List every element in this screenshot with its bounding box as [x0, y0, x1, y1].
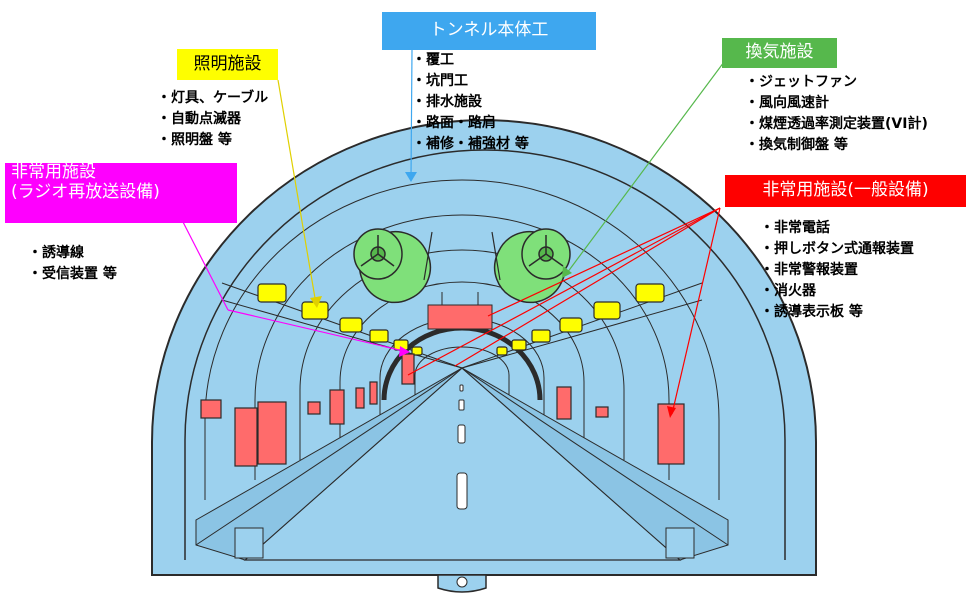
list-item: 消火器 — [760, 281, 914, 302]
ventilation-item-list: ジェットファン 風向風速計 煤煙透過率測定装置(VI計) 換気制御盤 等 — [745, 72, 928, 156]
emergency-radio-title-line1: 非常用施設 — [11, 162, 96, 182]
list-item: 自動点滅器 — [157, 109, 268, 130]
list-item: 誘導線 — [28, 243, 117, 264]
ventilation-callout-title: 換気施設 — [722, 38, 837, 68]
emergency-radio-callout-title: 非常用施設 (ラジオ再放送設備) — [5, 162, 237, 223]
list-item: 排水施設 — [412, 92, 529, 113]
emergency-general-item-list: 非常電話 押しボタン式通報装置 非常警報装置 消火器 誘導表示板 等 — [760, 218, 914, 323]
list-item: 押しボタン式通報装置 — [760, 239, 914, 260]
emergency-control-box — [427, 304, 493, 330]
list-item: 煤煙透過率測定装置(VI計) — [745, 114, 928, 135]
list-item: 非常警報装置 — [760, 260, 914, 281]
list-item: 風向風速計 — [745, 93, 928, 114]
tunnel-body-item-list: 覆工 坑門工 排水施設 路面・路肩 補修・補強材 等 — [412, 50, 529, 155]
leader-arrowheads — [310, 172, 676, 418]
list-item: 受信装置 等 — [28, 264, 117, 285]
list-item: 換気制御盤 等 — [745, 135, 928, 156]
list-item: 非常電話 — [760, 218, 914, 239]
emergency-radio-item-list: 誘導線 受信装置 等 — [28, 243, 117, 285]
emergency-general-callout-title: 非常用施設(一般設備) — [725, 175, 966, 207]
list-item: 覆工 — [412, 50, 529, 71]
list-item: ジェットファン — [745, 72, 928, 93]
emergency-equipment — [200, 353, 685, 467]
tunnel-body-callout-title: トンネル本体工 — [382, 12, 596, 50]
lighting-item-list: 灯具、ケーブル 自動点滅器 照明盤 等 — [157, 88, 268, 151]
lane-markings — [456, 384, 468, 510]
list-item: 照明盤 等 — [157, 130, 268, 151]
list-item: 誘導表示板 等 — [760, 302, 914, 323]
list-item: 補修・補強材 等 — [412, 134, 529, 155]
light-fixtures — [257, 283, 665, 356]
emergency-radio-title-line2: (ラジオ再放送設備) — [11, 181, 160, 202]
jet-fans — [353, 228, 571, 304]
list-item: 路面・路肩 — [412, 113, 529, 134]
list-item: 坑門工 — [412, 71, 529, 92]
list-item: 灯具、ケーブル — [157, 88, 268, 109]
lighting-callout-title: 照明施設 — [177, 49, 278, 80]
